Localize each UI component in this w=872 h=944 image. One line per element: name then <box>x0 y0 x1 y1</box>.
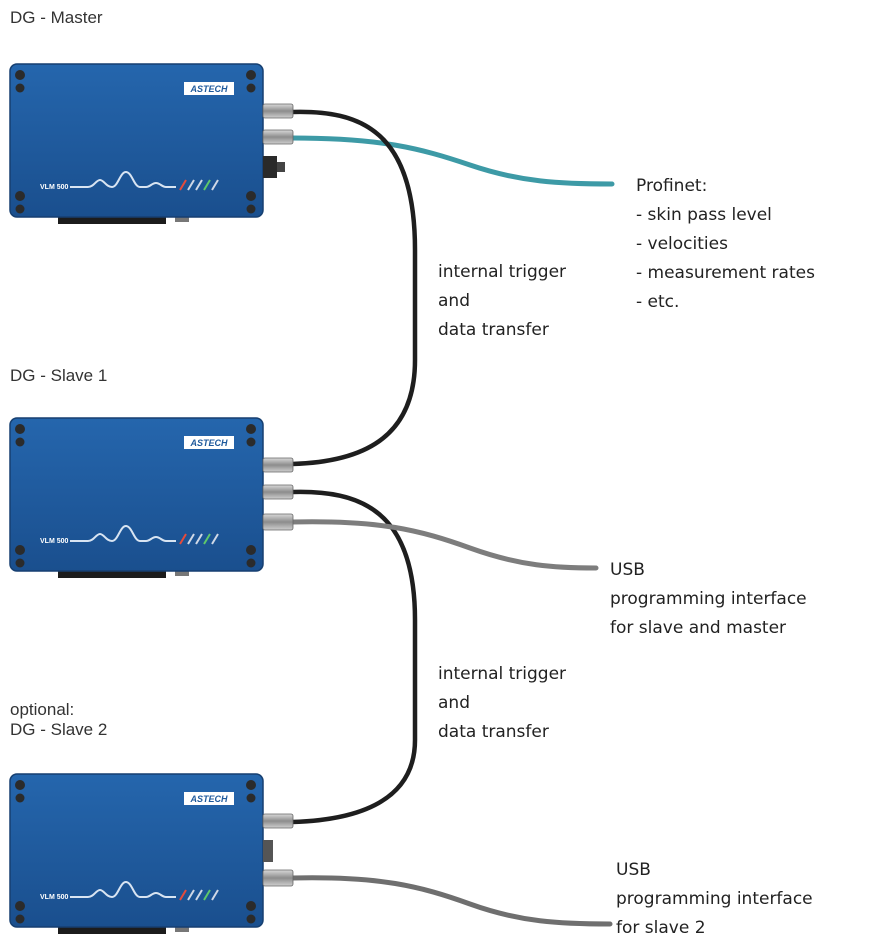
trigger-note-1: internal trigger and data transfer <box>438 258 566 345</box>
optional-label: optional: <box>10 700 75 719</box>
usb-line: USB <box>616 860 651 880</box>
usb-line: programming interface <box>616 889 813 909</box>
slave-2-name: DG - Slave 2 <box>10 720 108 739</box>
trigger-line: internal trigger <box>438 664 567 684</box>
usb-line: programming interface <box>610 589 807 609</box>
trigger-line: data transfer <box>438 722 549 742</box>
usb-line: for slave 2 <box>616 918 706 938</box>
trigger-cable-2 <box>289 489 418 825</box>
profinet-item: - etc. <box>636 292 680 312</box>
trigger-line: and <box>438 693 470 713</box>
model-label: VLM 500 <box>40 538 69 545</box>
trigger-line: internal trigger <box>438 262 567 282</box>
model-label: VLM 500 <box>40 184 69 191</box>
usb-cable-2 <box>289 875 613 927</box>
profinet-note: Profinet: - skin pass level - velocities… <box>636 172 815 317</box>
svg-text:ASTECH: ASTECH <box>189 84 228 94</box>
device-slave-1: ASTECH VLM 500 <box>9 417 294 578</box>
astech-logo <box>184 792 234 805</box>
astech-logo <box>184 436 234 449</box>
device-slave-2: ASTECH VLM 500 <box>9 773 294 934</box>
svg-text:ASTECH: ASTECH <box>189 438 228 448</box>
usb-cable-1 <box>289 519 599 571</box>
profinet-title: Profinet: <box>636 176 708 196</box>
usb-note-2: USB programming interface for slave 2 <box>616 856 813 943</box>
master-label: DG - Master <box>10 8 103 27</box>
trigger-line: and <box>438 291 470 311</box>
usb-line: USB <box>610 560 645 580</box>
profinet-cable <box>289 135 615 187</box>
slave-1-label: DG - Slave 1 <box>10 366 108 385</box>
astech-logo <box>184 82 234 95</box>
model-label: VLM 500 <box>40 894 69 901</box>
slave-2-label: optional: DG - Slave 2 <box>10 700 107 740</box>
trigger-note-2: internal trigger and data transfer <box>438 660 566 747</box>
profinet-item: - velocities <box>636 234 728 254</box>
device-master: ASTECH VLM 500 <box>9 63 294 224</box>
trigger-cable-1 <box>289 109 418 467</box>
usb-note-1: USB programming interface for slave and … <box>610 556 807 643</box>
trigger-line: data transfer <box>438 320 549 340</box>
profinet-item: - measurement rates <box>636 263 815 283</box>
profinet-item: - skin pass level <box>636 205 772 225</box>
svg-text:ASTECH: ASTECH <box>189 794 228 804</box>
usb-line: for slave and master <box>610 618 787 638</box>
